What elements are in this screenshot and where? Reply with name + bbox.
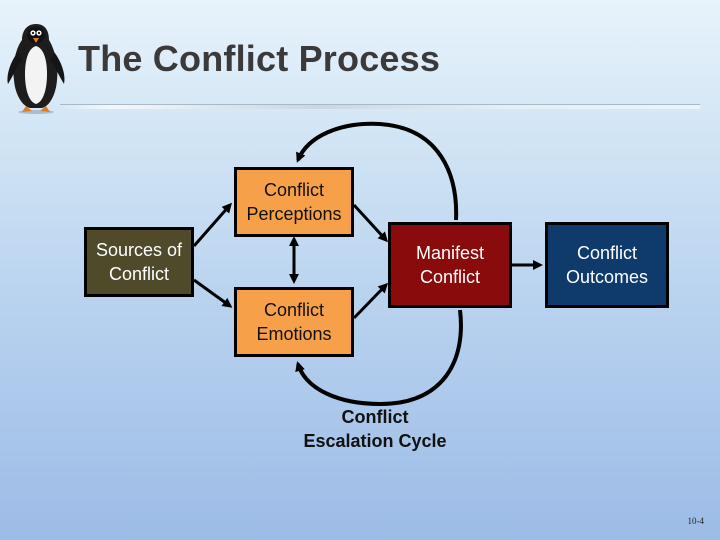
node-conflict-outcomes: Conflict Outcomes — [545, 222, 669, 308]
arrow-escalation-lower — [295, 309, 463, 407]
penguin-icon — [7, 24, 65, 114]
escalation-cycle-label: Conflict Escalation Cycle — [303, 407, 447, 451]
arrow-emotions-to-manifest — [352, 282, 389, 320]
arrow-sources-to-perceptions — [192, 202, 232, 247]
node-conflict-perceptions: Conflict Perceptions — [234, 167, 354, 237]
page-number: 10-4 — [687, 516, 705, 526]
node-conflict-emotions: Conflict Emotions — [234, 287, 354, 357]
title-divider — [60, 104, 700, 109]
arrow-perceptions-to-manifest — [352, 203, 389, 243]
slide-title: The Conflict Process — [78, 38, 441, 79]
arrow-escalation-upper — [296, 121, 459, 221]
node-sources-of-conflict: Sources of Conflict — [84, 227, 194, 297]
arrow-sources-to-emotions — [193, 278, 233, 308]
node-manifest-conflict: Manifest Conflict — [388, 222, 512, 308]
